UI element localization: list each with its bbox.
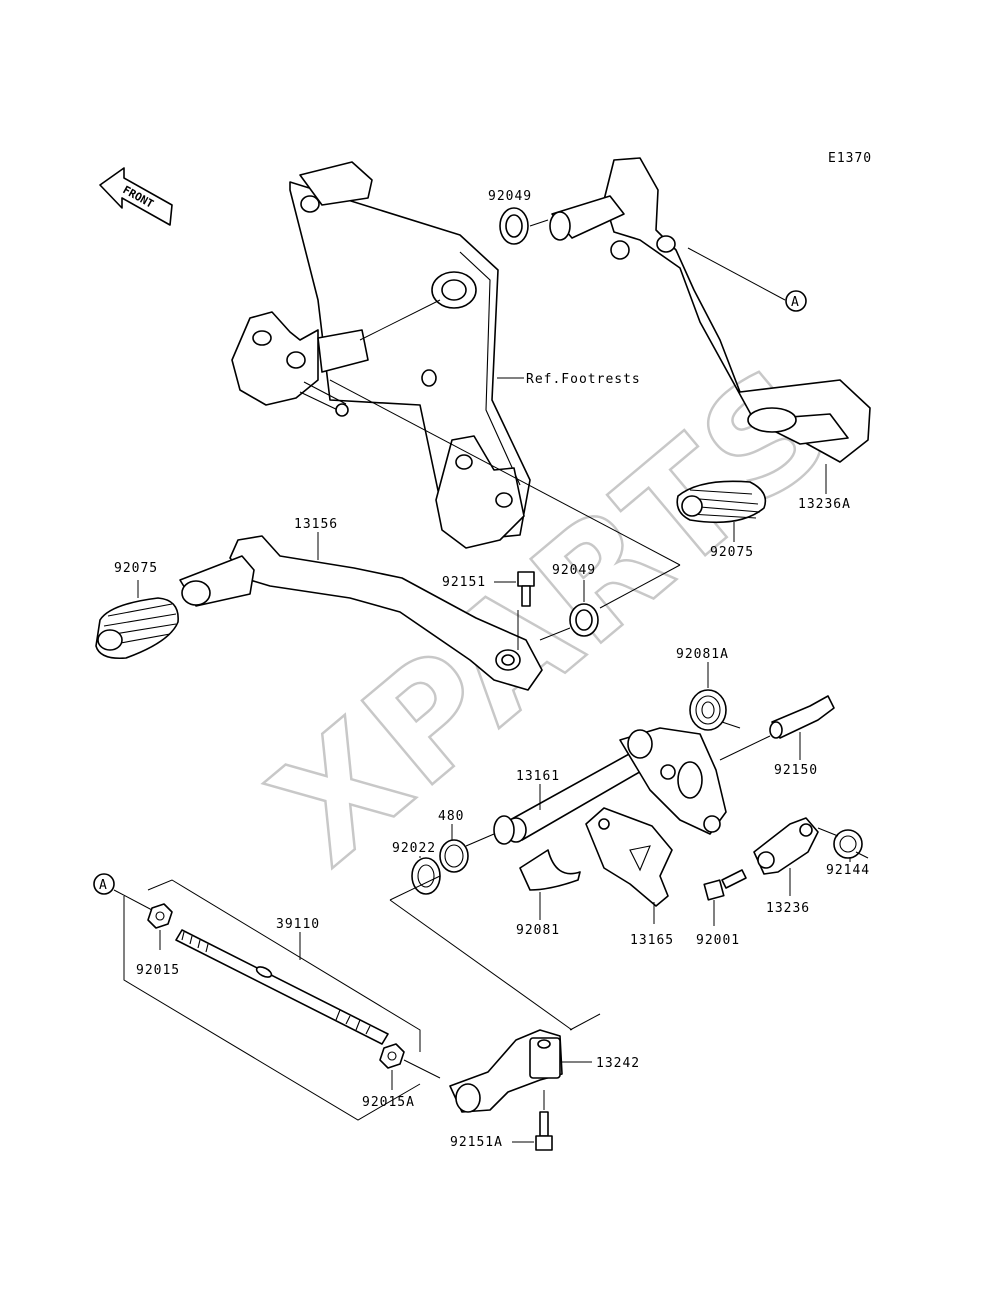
spring-92081A <box>689 689 741 731</box>
label-92049-lower: 92049 <box>552 563 596 578</box>
label-92081: 92081 <box>516 923 560 938</box>
label-13236A: 13236A <box>798 497 851 512</box>
nut-92015A <box>379 1043 405 1069</box>
plate-13165 <box>585 807 673 907</box>
shift-shaft-13161 <box>493 727 727 845</box>
label-13242: 13242 <box>596 1056 640 1071</box>
label-13161: 13161 <box>516 769 560 784</box>
guide-92081 <box>519 849 581 891</box>
washer-92049-upper <box>499 207 529 245</box>
callout-a-left-letter: A <box>99 878 108 893</box>
label-39110: 39110 <box>276 917 320 932</box>
brake-pedal <box>549 157 871 463</box>
label-92015A: 92015A <box>362 1095 415 1110</box>
bolt-92001 <box>703 869 747 901</box>
label-92151: 92151 <box>442 575 486 590</box>
diagram-code: E1370 <box>828 151 872 166</box>
nut-92015 <box>147 903 173 929</box>
footrest-bracket <box>231 161 531 549</box>
label-92075-left: 92075 <box>114 561 158 576</box>
shift-lever-13242 <box>449 1029 563 1113</box>
label-480: 480 <box>438 809 464 824</box>
label-92150: 92150 <box>774 763 818 778</box>
callout-a-icon <box>785 290 807 312</box>
label-13165: 13165 <box>630 933 674 948</box>
bolt-92151A <box>535 1111 553 1151</box>
label-92049-upper: 92049 <box>488 189 532 204</box>
lever-13236 <box>753 817 819 875</box>
washer-92049-lower <box>569 603 599 637</box>
label-92151A: 92151A <box>450 1135 503 1150</box>
shift-pedal <box>179 535 543 691</box>
ref-footrests-note: Ref.Footrests <box>526 372 641 387</box>
front-arrow-icon: FRONT <box>99 167 173 226</box>
callout-a-letter: A <box>791 295 800 310</box>
pedal-rubber-right <box>676 480 767 524</box>
bolt-92151 <box>517 571 535 607</box>
label-92015: 92015 <box>136 963 180 978</box>
label-92001: 92001 <box>696 933 740 948</box>
tie-rod-39110 <box>175 929 389 1045</box>
label-92144: 92144 <box>826 863 870 878</box>
seal-92022 <box>411 857 441 895</box>
label-92022: 92022 <box>392 841 436 856</box>
label-92081A: 92081A <box>676 647 729 662</box>
label-13236: 13236 <box>766 901 810 916</box>
callout-a-left-icon <box>93 873 115 895</box>
circlip-480 <box>439 839 469 873</box>
label-13156: 13156 <box>294 517 338 532</box>
clip-92144 <box>833 829 869 859</box>
stud-92150 <box>769 695 835 739</box>
label-92075-right: 92075 <box>710 545 754 560</box>
pedal-rubber-left <box>95 597 179 660</box>
